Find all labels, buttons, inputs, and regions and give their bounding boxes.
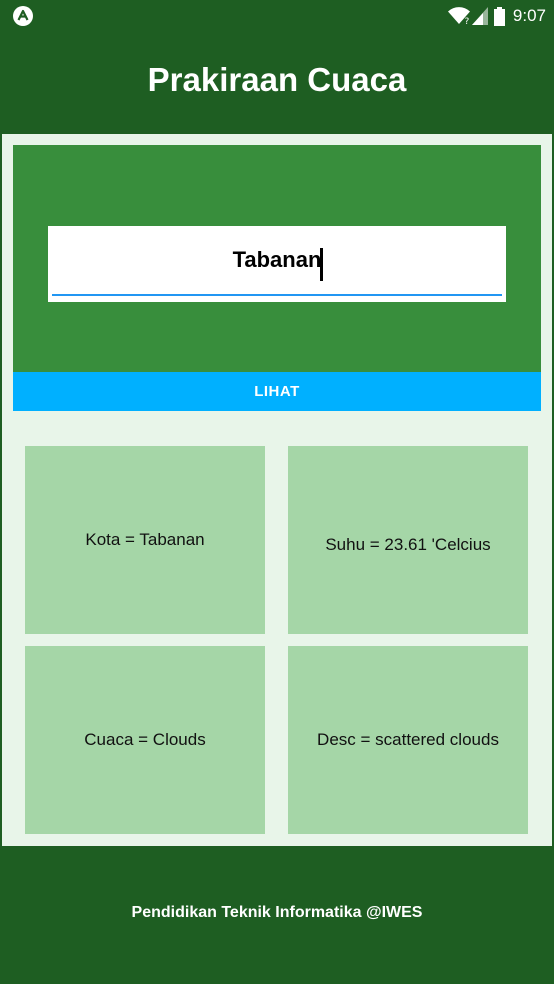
page-title: Prakiraan Cuaca [147, 61, 407, 98]
status-icons: ? 9:07 [447, 4, 546, 28]
result-card-suhu: Suhu = 23.61 'Celcius [288, 446, 528, 634]
text-cursor [320, 248, 323, 281]
kota-text: Kota = Tabanan [85, 530, 205, 549]
app-header: Prakiraan Cuaca [0, 32, 554, 134]
footer-text: Pendidikan Teknik Informatika @IWES [131, 904, 423, 921]
cuaca-text: Cuaca = Clouds [84, 730, 206, 749]
svg-text:?: ? [464, 17, 469, 25]
app-icon [13, 6, 33, 26]
city-input[interactable] [52, 226, 502, 296]
result-card-kota: Kota = Tabanan [25, 446, 265, 634]
status-time: 9:07 [512, 6, 546, 25]
desc-text: Desc = scattered clouds [317, 730, 499, 749]
result-card-desc: Desc = scattered clouds [288, 646, 528, 834]
lihat-button[interactable]: LIHAT [13, 372, 541, 411]
search-panel [13, 145, 541, 372]
result-card-cuaca: Cuaca = Clouds [25, 646, 265, 834]
signal-icon [471, 7, 488, 25]
suhu-text: Suhu = 23.61 'Celcius [325, 535, 491, 554]
footer: Pendidikan Teknik Informatika @IWES [0, 846, 554, 984]
status-bar: ? 9:07 [0, 0, 554, 32]
main-content: LIHAT Kota = Tabanan Suhu = 23.61 'Celci… [2, 134, 552, 846]
city-input-container [48, 226, 506, 302]
wifi-icon: ? [447, 7, 470, 25]
battery-icon [493, 6, 505, 26]
